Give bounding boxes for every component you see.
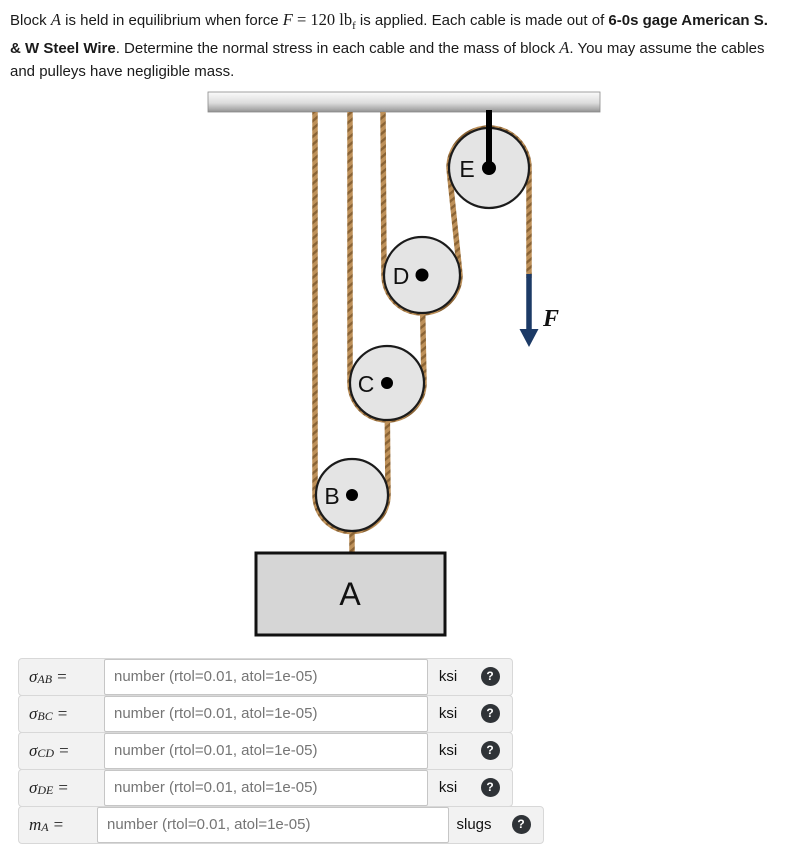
equals-sign: = [57,666,67,686]
pulley-c-axle [381,376,393,389]
pulley-c-label: C [358,371,375,397]
math-value: = 120 lb [292,10,353,29]
force-arrow-head [519,328,539,347]
answer-row-sigma-bc: σBC = ksi ? [18,694,513,733]
math-sub-f: f [352,20,356,32]
equals-sign: = [58,777,68,797]
unit-label: ksi [438,779,458,797]
pulley-diagram: A B C D E F [207,91,601,637]
mass-subscript: A [41,820,49,835]
unit-label: ksi [438,705,458,723]
problem-text: . Determine the normal stress in each ca… [115,39,560,57]
answer-table: σAB= ksi ? σBC= ksi ? σCD= ksi ? σDE= ks… [18,657,800,844]
math-var-A: A [50,10,61,29]
help-area: ? [468,696,512,732]
problem-text: is held in equilibrium when force [60,12,283,29]
sigma-symbol: σ [29,666,38,686]
math-var-F: F [282,10,293,29]
pulley-b-axle [346,488,358,501]
pulley-e-axle [482,160,496,175]
help-icon[interactable]: ? [480,741,500,761]
problem-statement: Block A is held in equilibrium when forc… [0,0,782,84]
answer-input-sigma-ab[interactable] [104,658,428,695]
sigma-subscript: DE [37,783,54,798]
sigma-subscript: AB [37,672,53,687]
answer-input-sigma-de[interactable] [104,769,428,806]
answer-input-mass-a[interactable] [97,806,449,843]
answer-row-mass-a: mA = slugs ? [18,805,544,844]
help-icon[interactable]: ? [511,815,531,835]
sigma-symbol: σ [29,740,38,760]
unit-label: ksi [438,742,458,760]
unit-label: ksi [438,668,458,686]
equals-sign: = [57,703,68,723]
sigma-subscript: BC [37,709,53,724]
problem-text: . You may assume the cables and pulleys … [10,39,765,80]
pulley-d-label: D [393,263,410,289]
answer-row-sigma-ab: σAB = ksi ? [18,657,513,696]
help-area: ? [468,659,512,695]
help-icon[interactable]: ? [480,704,500,724]
ceiling [207,91,601,113]
help-area: ? [468,733,512,769]
sigma-subscript: CD [37,746,55,761]
help-icon[interactable]: ? [480,667,500,687]
problem-text: is applied. Each cable is made out of [355,12,609,29]
problem-text: Block [10,12,51,29]
answer-row-sigma-de: σDE = ksi ? [18,768,513,807]
equals-sign: = [59,740,69,760]
answer-input-sigma-bc[interactable] [104,695,428,732]
answer-row-sigma-cd: σCD = ksi ? [18,731,513,770]
sigma-symbol: σ [29,777,38,797]
block-a [254,551,447,637]
help-icon[interactable]: ? [480,778,500,798]
answer-input-sigma-cd[interactable] [104,732,428,769]
math-var-A: A [559,37,570,57]
pulley-e-label: E [459,156,474,182]
force-label: F [542,306,559,332]
block-a-label: A [339,576,361,612]
help-area: ? [468,770,512,806]
pulley-d-axle [415,268,429,282]
mass-symbol: m [29,814,42,834]
help-area: ? [499,807,543,843]
pulley-b-label: B [324,483,339,509]
unit-label: slugs [456,816,492,834]
equals-sign: = [53,814,64,834]
wire-gage-bold-text: 6-0s gage American S. & W Steel Wire [10,12,768,57]
sigma-symbol: σ [29,703,38,723]
